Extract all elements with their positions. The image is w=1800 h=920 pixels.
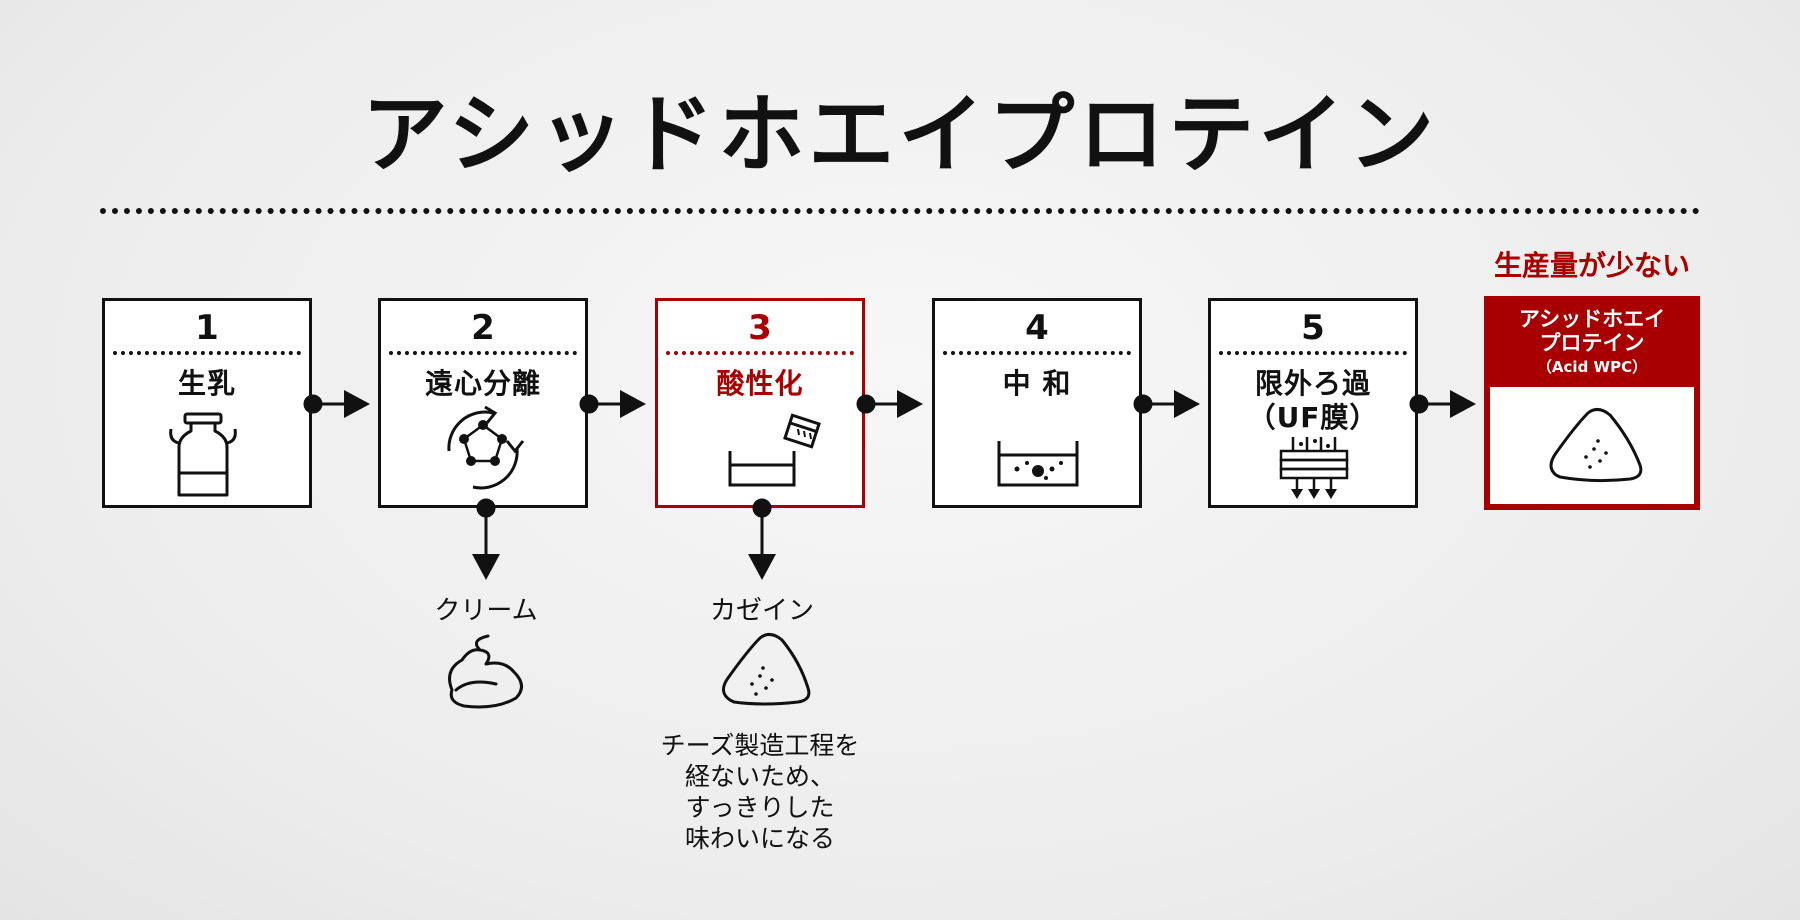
- result-title-line1: アシッドホエイ: [1518, 307, 1666, 331]
- step-3-label: 酸性化: [716, 367, 804, 400]
- step-5-box: 5 限外ろ過 （UF膜）: [1208, 298, 1418, 508]
- step-5-number: 5: [1301, 308, 1325, 348]
- title-divider: [100, 208, 1700, 214]
- step-1-divider: [113, 351, 301, 355]
- powder-pile-icon: [1549, 408, 1643, 483]
- step-4-label: 中 和: [1002, 367, 1072, 400]
- connector-2-cream: [472, 498, 500, 580]
- low-production-badge: 生産量が少ない: [1493, 249, 1690, 282]
- diagram-title: アシッドホエイプロテイン: [361, 85, 1439, 185]
- taste-note-line4: 味わいになる: [684, 824, 835, 853]
- connector-3-4: [856, 390, 923, 418]
- step-4-number: 4: [1025, 308, 1049, 348]
- acid-pour-icon: [728, 413, 821, 487]
- step-5-label-line1: 限外ろ過: [1254, 367, 1371, 400]
- step-5-label-line2: （UF膜）: [1247, 401, 1379, 434]
- step-2-number: 2: [471, 308, 495, 348]
- milk-can-icon: [169, 412, 237, 497]
- cream-dollop-icon: [448, 634, 523, 709]
- step-5-label: 限外ろ過 （UF膜）: [1211, 367, 1415, 435]
- step-3-box: 3 酸性化: [655, 298, 865, 508]
- connector-4-5: [1133, 390, 1200, 418]
- byproduct-casein-label: カゼイン: [709, 596, 814, 626]
- connector-3-casein: [748, 498, 776, 580]
- result-product-body: [1490, 387, 1694, 504]
- taste-note: チーズ製造工程を 経ないため、 すっきりした 味わいになる: [640, 730, 880, 854]
- connector-1-2: [303, 390, 370, 418]
- step-3-divider: [666, 351, 854, 355]
- step-1-box: 1 生乳: [102, 298, 312, 508]
- step-2-label: 遠心分離: [424, 367, 541, 400]
- membrane-filter-icon: [1279, 437, 1349, 499]
- step-1-label: 生乳: [177, 367, 236, 400]
- step-3-number: 3: [748, 308, 772, 348]
- taste-note-line1: チーズ製造工程を: [660, 731, 860, 760]
- step-4-box: 4 中 和: [932, 298, 1142, 508]
- casein-powder-icon: [722, 633, 811, 706]
- result-product-subtitle: （Acid WPC）: [1536, 358, 1648, 376]
- connector-2-3: [579, 390, 646, 418]
- step-5-divider: [1219, 351, 1407, 355]
- result-product-title: アシッドホエイ プロテイン: [1487, 307, 1697, 355]
- step-2-divider: [389, 351, 577, 355]
- centrifuge-cycle-icon: [447, 405, 525, 490]
- connector-5-result: [1409, 390, 1476, 418]
- result-product-box: アシッドホエイ プロテイン （Acid WPC）: [1484, 296, 1700, 510]
- result-title-line2: プロテイン: [1539, 331, 1645, 355]
- taste-note-line3: すっきりした: [685, 793, 835, 822]
- step-1-number: 1: [195, 308, 219, 348]
- taste-note-line2: 経ないため、: [684, 762, 835, 791]
- step-4-divider: [943, 351, 1131, 355]
- neutralization-tank-icon: [997, 441, 1079, 487]
- byproduct-cream-label: クリーム: [434, 596, 538, 626]
